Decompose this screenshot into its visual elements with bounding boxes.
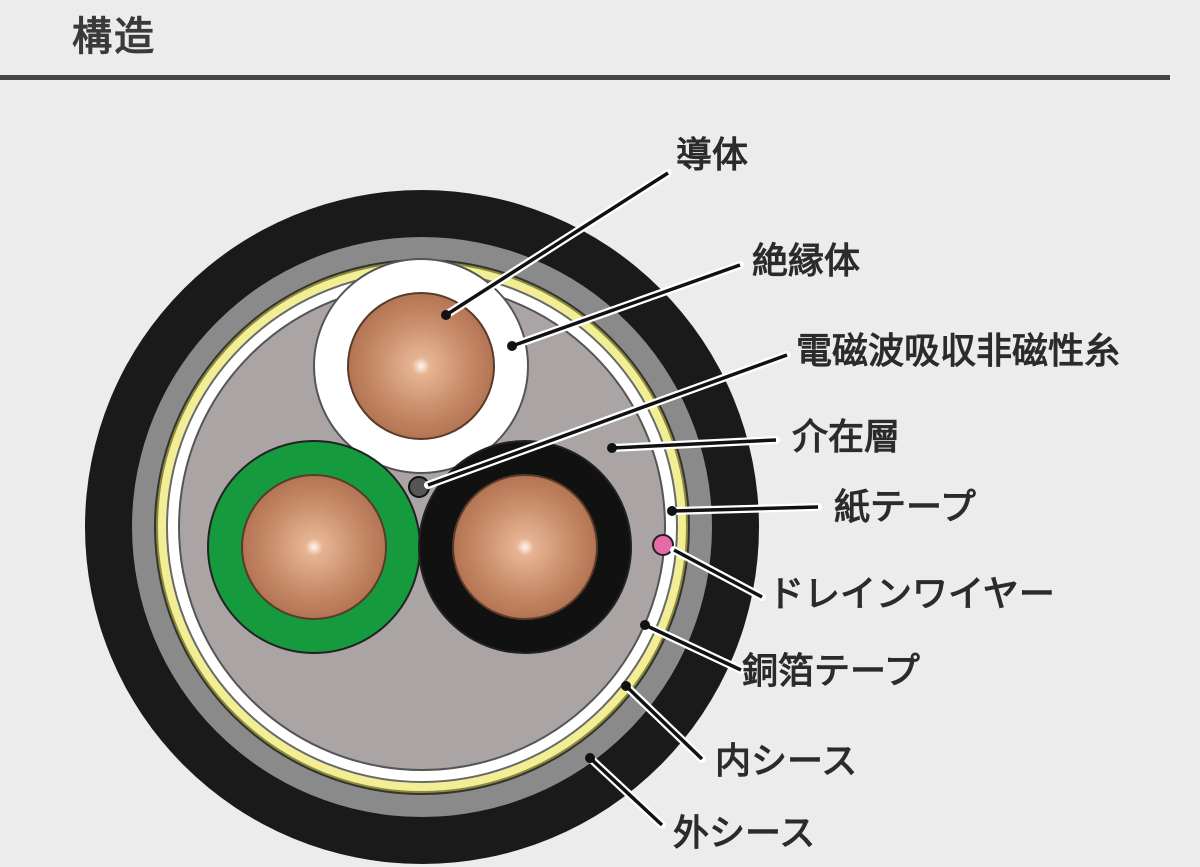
label-outer-sheath: 外シース <box>673 813 815 854</box>
conductor-top <box>347 292 495 440</box>
conductor-left <box>241 474 387 620</box>
label-inner-sheath: 内シース <box>715 741 857 782</box>
label-filler: 介在層 <box>792 417 900 458</box>
drain-wire <box>652 534 674 556</box>
leader-lines <box>424 169 822 829</box>
label-drain-wire: ドレインワイヤー <box>768 574 1055 615</box>
label-conductor: 導体 <box>676 135 748 176</box>
conductor-right <box>452 474 598 620</box>
label-em-absorbing-thread: 電磁波吸収非磁性糸 <box>796 331 1120 372</box>
label-insulation: 絶縁体 <box>752 240 860 282</box>
section-title: 構造 <box>72 14 156 60</box>
title-divider <box>0 75 1170 80</box>
label-paper-tape: 紙テープ <box>834 487 976 528</box>
label-copper-foil-tape: 銅箔テープ <box>742 650 920 692</box>
